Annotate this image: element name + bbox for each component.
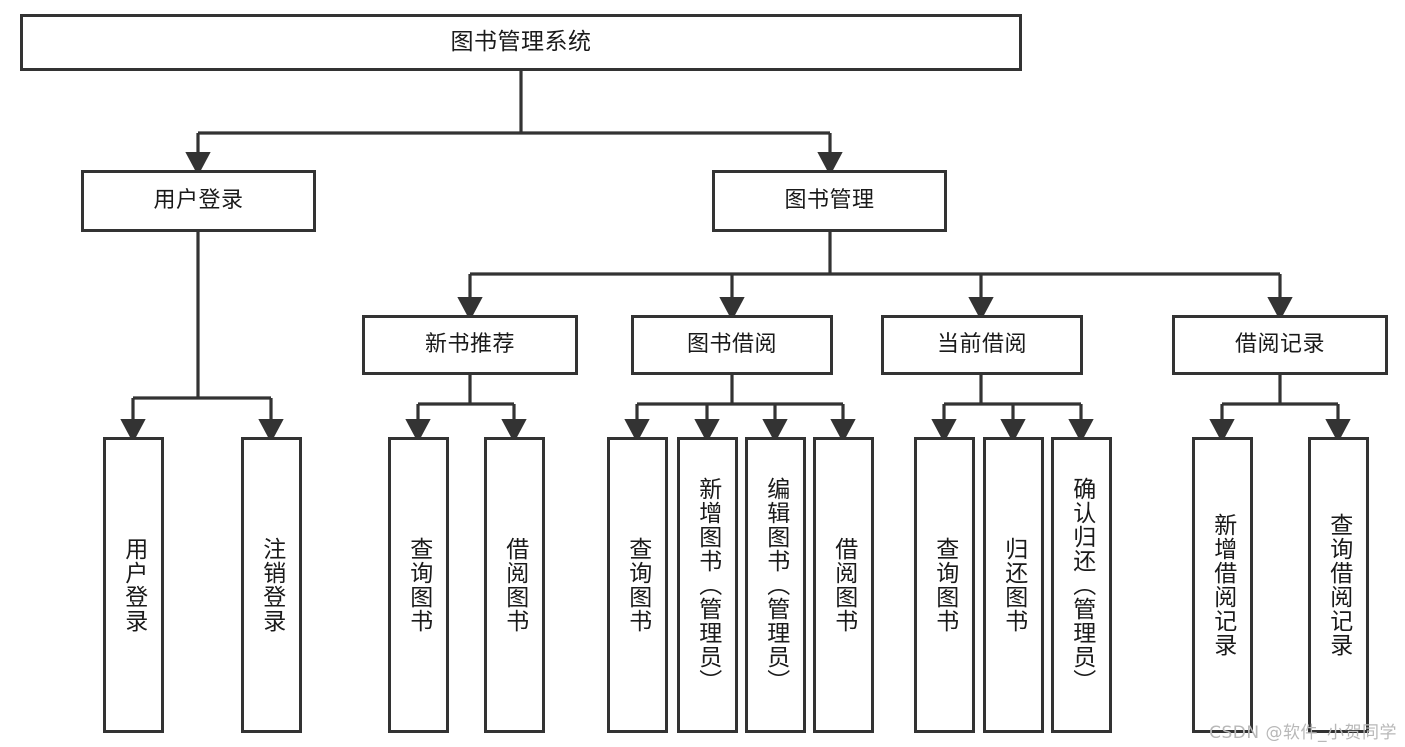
node-borrow-record[interactable]: 借阅记录 [1172, 315, 1388, 375]
node-user-login[interactable]: 用户登录 [81, 170, 316, 232]
node-label: 用户登录 [153, 188, 244, 214]
leaf-record-add-record[interactable]: 新增借阅记录 [1192, 437, 1253, 733]
node-label: 新增图书（管理员） [694, 477, 721, 693]
node-label: 查询图书 [931, 537, 958, 633]
node-book-management[interactable]: 图书管理 [712, 170, 947, 232]
leaf-borrow-add-book-admin[interactable]: 新增图书（管理员） [677, 437, 738, 733]
node-root-system[interactable]: 图书管理系统 [20, 14, 1022, 71]
node-label: 借阅记录 [1234, 332, 1325, 358]
leaf-borrow-borrow-book[interactable]: 借阅图书 [813, 437, 874, 733]
node-label: 当前借阅 [936, 332, 1027, 358]
leaf-current-confirm-return-admin[interactable]: 确认归还（管理员） [1051, 437, 1112, 733]
node-label: 查询图书 [405, 537, 432, 633]
node-label: 图书管理 [784, 188, 875, 214]
node-label: 查询图书 [624, 537, 651, 633]
node-label: 查询借阅记录 [1325, 513, 1352, 657]
leaf-borrow-edit-book-admin[interactable]: 编辑图书（管理员） [745, 437, 806, 733]
node-new-book-recommend[interactable]: 新书推荐 [362, 315, 578, 375]
leaf-record-query-record[interactable]: 查询借阅记录 [1308, 437, 1369, 733]
node-label: 新增借阅记录 [1209, 513, 1236, 657]
node-label: 注销登录 [258, 537, 285, 633]
node-label: 借阅图书 [830, 537, 857, 633]
node-current-borrow[interactable]: 当前借阅 [881, 315, 1083, 375]
node-label: 确认归还（管理员） [1068, 477, 1095, 693]
csdn-watermark: CSDN @软件_小贺同学 [1209, 723, 1397, 743]
node-label: 新书推荐 [424, 332, 515, 358]
leaf-user-login-signin[interactable]: 用户登录 [103, 437, 164, 733]
node-book-borrow[interactable]: 图书借阅 [631, 315, 833, 375]
node-label: 借阅图书 [501, 537, 528, 633]
node-label: 图书管理系统 [450, 28, 592, 55]
leaf-user-login-signout[interactable]: 注销登录 [241, 437, 302, 733]
leaf-recommend-query-book[interactable]: 查询图书 [388, 437, 449, 733]
leaf-current-query-book[interactable]: 查询图书 [914, 437, 975, 733]
node-label: 编辑图书（管理员） [762, 477, 789, 693]
node-label: 图书借阅 [686, 332, 777, 358]
leaf-borrow-query-book[interactable]: 查询图书 [607, 437, 668, 733]
leaf-recommend-borrow-book[interactable]: 借阅图书 [484, 437, 545, 733]
node-label: 用户登录 [120, 537, 147, 633]
node-label: 归还图书 [1000, 537, 1027, 633]
leaf-current-return-book[interactable]: 归还图书 [983, 437, 1044, 733]
